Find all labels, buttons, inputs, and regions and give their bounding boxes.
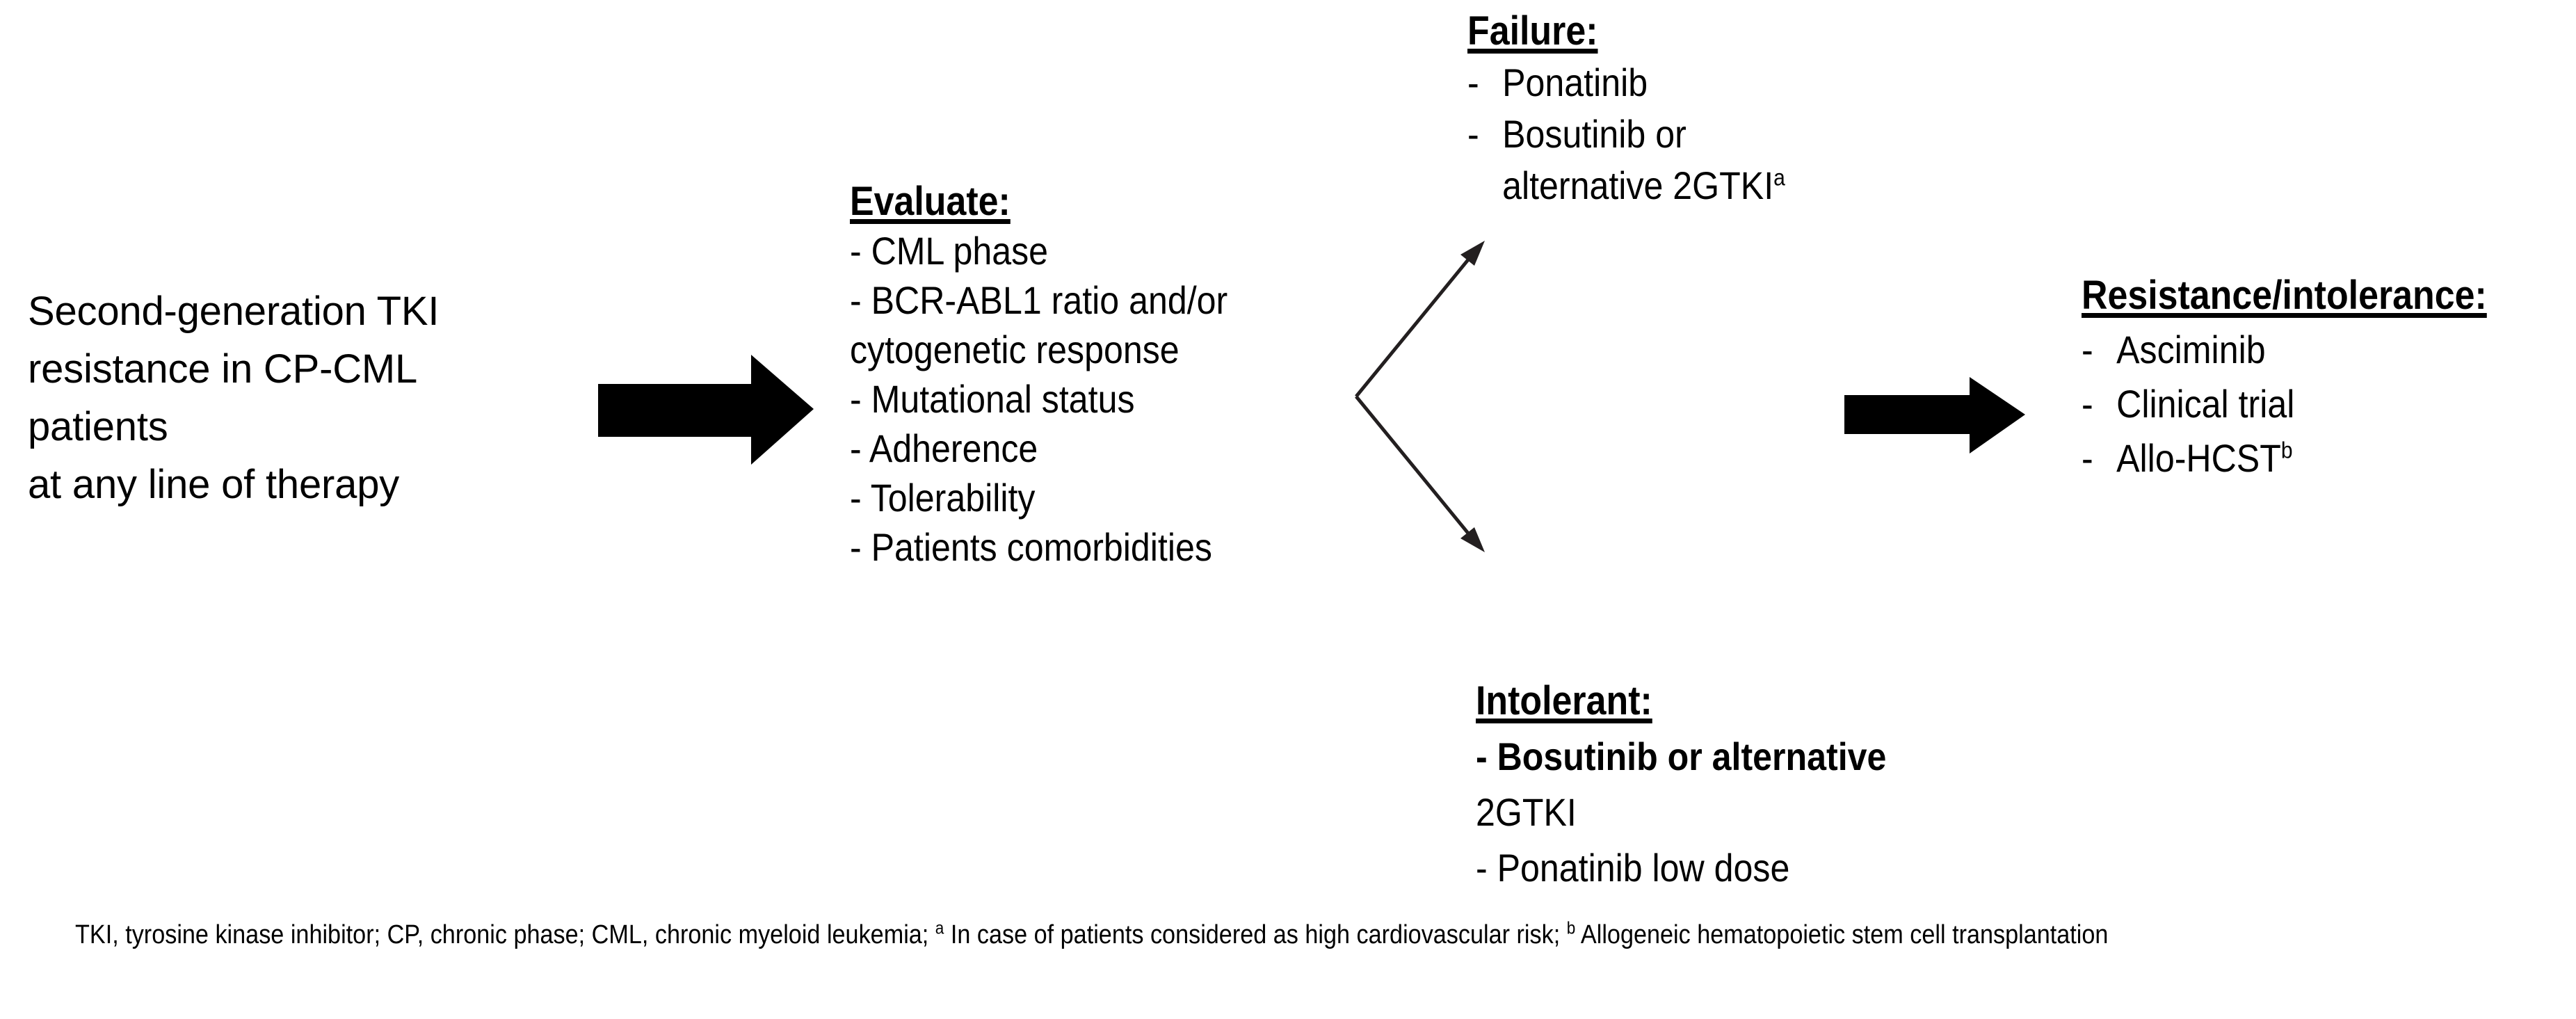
evaluate-item-1: - CML phase bbox=[850, 229, 1049, 273]
dash-bullet-icon: - bbox=[1467, 112, 1479, 156]
evaluate-item-4: - Adherence bbox=[850, 426, 1038, 470]
source-line-3: patients bbox=[28, 404, 168, 449]
resistance-flow-arrow bbox=[1844, 377, 2025, 454]
source-line-1: Second-generation TKI bbox=[28, 289, 440, 334]
footnote-marker-b: b bbox=[2280, 438, 2293, 464]
footnote-part-2: In case of patients considered as high c… bbox=[944, 920, 1567, 949]
resistance-item-row-1: -Asciminib bbox=[2082, 323, 2487, 377]
evaluate-item-2: - BCR-ABL1 ratio and/or bbox=[850, 278, 1228, 322]
intolerant-line-1: - Bosutinib or alternative bbox=[1476, 735, 1887, 778]
footnote-marker-b: b bbox=[1566, 918, 1576, 938]
resistance-item-2: Clinical trial bbox=[2116, 382, 2295, 426]
source-line-2: resistance in CP-CML bbox=[28, 346, 418, 392]
resistance-block: Resistance/intolerance: -Asciminib -Clin… bbox=[2082, 268, 2487, 486]
branch-arrow-intolerant bbox=[1355, 395, 1485, 552]
resistance-item-1: Asciminib bbox=[2116, 328, 2266, 371]
failure-block: Failure: -Ponatinib -Bosutinib or altern… bbox=[1467, 6, 1785, 211]
intolerant-line-3: - Ponatinib low dose bbox=[1476, 846, 1790, 890]
branch-arrow-failure bbox=[1355, 241, 1485, 398]
resistance-item-row-2: -Clinical trial bbox=[2082, 377, 2487, 431]
intolerant-block: Intolerant: - Bosutinib or alternative 2… bbox=[1476, 673, 1886, 896]
failure-header: Failure: bbox=[1467, 8, 1598, 54]
evaluate-item-5: - Tolerability bbox=[850, 476, 1036, 520]
footnote-marker-a: a bbox=[1773, 165, 1785, 191]
evaluate-item-2-cont: cytogenetic response bbox=[850, 328, 1180, 371]
resistance-item-row-3: -Allo-HCSTb bbox=[2082, 431, 2487, 486]
intolerant-line-2: 2GTKI bbox=[1476, 790, 1577, 834]
dash-bullet-icon: - bbox=[2082, 436, 2093, 480]
source-line-4: at any line of therapy bbox=[28, 462, 400, 507]
intolerant-header: Intolerant: bbox=[1476, 678, 1652, 723]
evaluate-flow-arrow bbox=[598, 355, 814, 465]
evaluate-header: Evaluate: bbox=[850, 179, 1011, 224]
resistance-header: Resistance/intolerance: bbox=[2082, 273, 2487, 318]
resistance-item-3: Allo-HCST bbox=[2116, 436, 2281, 480]
failure-item-row-1: -Ponatinib bbox=[1467, 57, 1785, 109]
failure-item-row-2: -Bosutinib or bbox=[1467, 109, 1785, 160]
footnote-part-3: Allogeneic hematopoietic stem cell trans… bbox=[1575, 920, 2109, 949]
failure-item-2: Bosutinib or bbox=[1502, 112, 1687, 156]
evaluate-block: Evaluate: - CML phase - BCR-ABL1 ratio a… bbox=[850, 177, 1227, 572]
dash-bullet-icon: - bbox=[2082, 328, 2093, 371]
footnote-part-1: TKI, tyrosine kinase inhibitor; CP, chro… bbox=[75, 920, 935, 949]
failure-continuation-text: alternative 2GTKI bbox=[1502, 163, 1774, 207]
evaluate-item-6: - Patients comorbidities bbox=[850, 525, 1212, 569]
footnote-marker-a: a bbox=[935, 918, 944, 938]
failure-item-1: Ponatinib bbox=[1502, 61, 1648, 104]
footnote-legend: TKI, tyrosine kinase inhibitor; CP, chro… bbox=[75, 917, 2241, 953]
dash-bullet-icon: - bbox=[1467, 61, 1479, 104]
evaluate-item-3: - Mutational status bbox=[850, 377, 1135, 421]
dash-bullet-icon: - bbox=[2082, 382, 2093, 426]
source-text-block: Second-generation TKI resistance in CP-C… bbox=[28, 282, 439, 513]
branch-arrow-group bbox=[1355, 241, 1485, 552]
failure-item-2-continuation: alternative 2GTKIa bbox=[1467, 160, 1785, 211]
